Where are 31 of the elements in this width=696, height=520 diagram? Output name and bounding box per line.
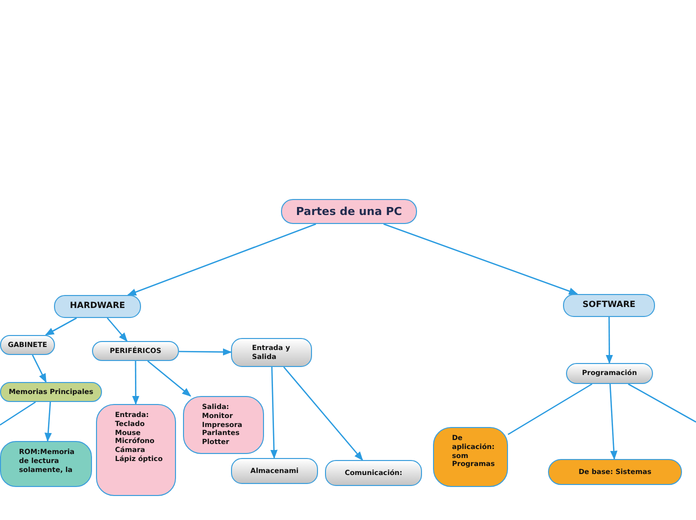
arrow (44, 317, 77, 336)
topic-box (0, 441, 92, 487)
arrow (106, 318, 128, 342)
arrow (606, 317, 613, 364)
topic-box (231, 458, 318, 484)
arrow (32, 354, 47, 383)
arrow (147, 360, 192, 397)
topic-box (231, 338, 312, 367)
topic-box (433, 427, 508, 487)
topic-box (0, 335, 55, 355)
arrow (179, 348, 232, 356)
topic-box (54, 295, 141, 318)
topic-box (183, 396, 264, 454)
arrow (609, 384, 618, 460)
arrow (132, 361, 140, 405)
topic-text: SOFTWARE (582, 300, 636, 311)
arrow (283, 366, 364, 461)
topic-box (96, 404, 176, 496)
topic-box (281, 199, 417, 224)
topic-box (566, 363, 653, 384)
topic-box (325, 460, 422, 486)
topic-text: HARDWARE (70, 301, 126, 312)
topic-box (563, 294, 655, 317)
topic-box (92, 341, 179, 361)
topic-box (548, 459, 682, 485)
arrow (270, 366, 278, 459)
arrow (44, 402, 52, 442)
arrow (127, 223, 316, 296)
topic-box (0, 382, 102, 402)
arrow (383, 223, 578, 295)
topic-text: Partes de una PC (296, 204, 402, 218)
